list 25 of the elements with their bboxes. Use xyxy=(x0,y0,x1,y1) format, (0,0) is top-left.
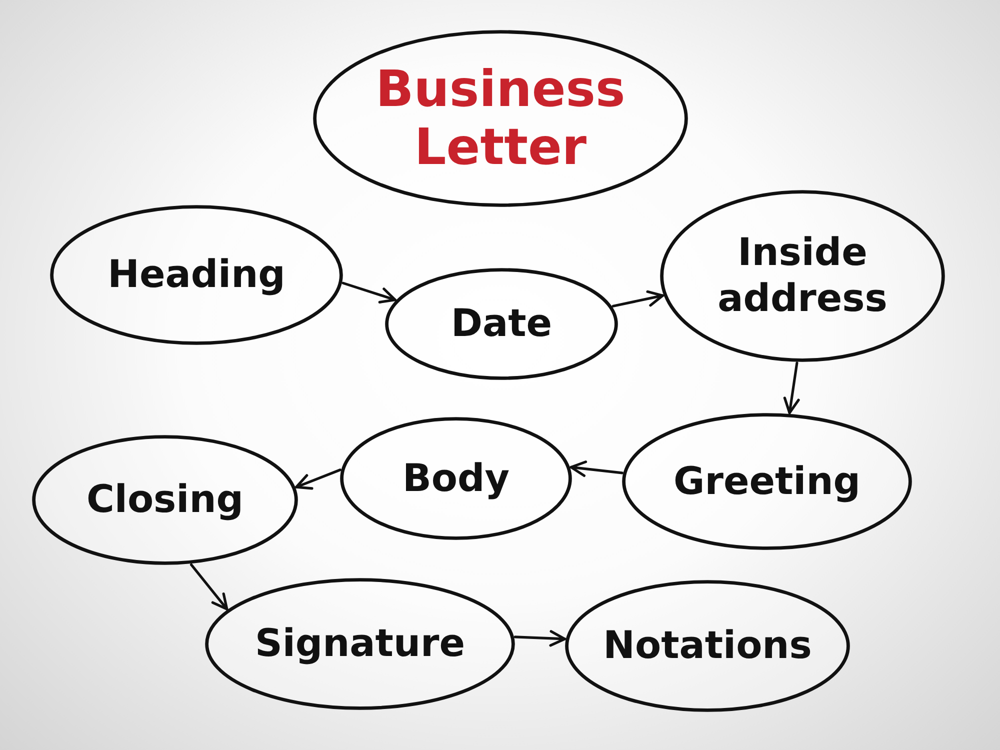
node-label: Closing xyxy=(86,477,244,523)
oval-node xyxy=(313,30,688,207)
node-label: Heading xyxy=(108,252,286,298)
arrow xyxy=(190,563,228,610)
oval-node xyxy=(565,580,850,712)
arrow xyxy=(783,362,800,414)
node-label: Greeting xyxy=(674,458,860,504)
oval-node xyxy=(660,190,945,362)
node-label: Signature xyxy=(254,621,466,667)
oval-node xyxy=(340,417,572,540)
arrow xyxy=(514,630,566,647)
node-label: Notations xyxy=(603,623,812,669)
arrow xyxy=(295,468,342,490)
oval-node xyxy=(50,205,343,345)
node-label: Body xyxy=(402,456,510,502)
arrow xyxy=(342,282,396,304)
node-label: Date xyxy=(450,301,552,347)
arrow xyxy=(570,460,624,478)
oval-node xyxy=(622,413,912,550)
oval-node xyxy=(32,435,298,565)
node-label: Inside address xyxy=(716,230,888,322)
oval-node xyxy=(205,578,515,710)
oval-node xyxy=(385,268,618,380)
title-text: Business Letter xyxy=(374,61,626,176)
arrow xyxy=(612,290,664,308)
